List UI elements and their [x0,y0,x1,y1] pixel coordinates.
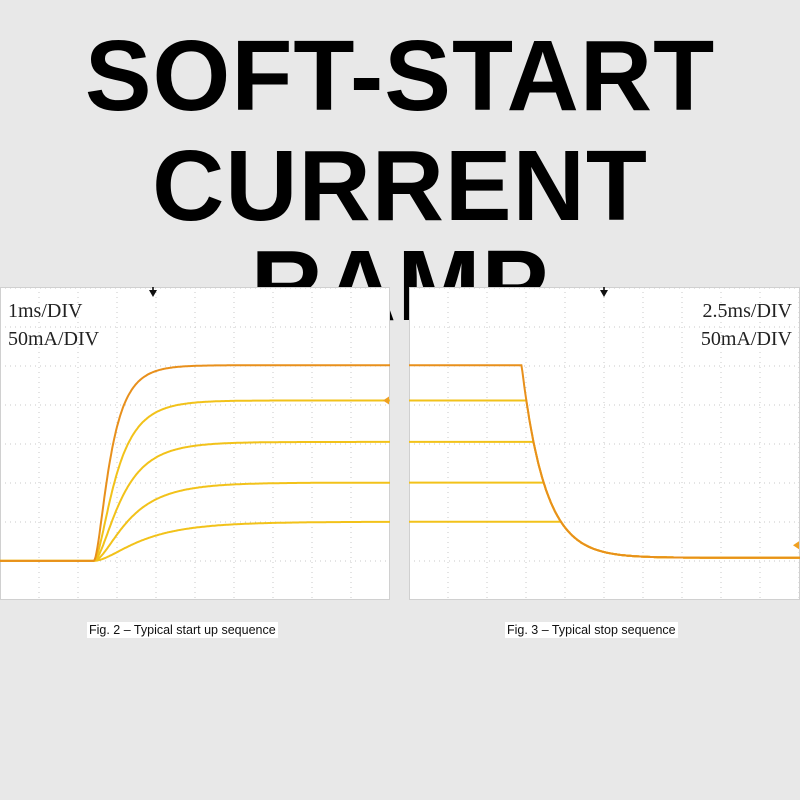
level-marker-icon [383,396,389,405]
trigger-arrow-icon [149,287,157,297]
title-line-1: SOFT-START [84,20,716,132]
trace-152mA [0,440,390,562]
plot-border [0,287,390,600]
figure-caption-stop: Fig. 3 – Typical stop sequence [505,622,678,638]
vscale-label: 50mA/DIV [8,328,100,350]
timebase-label: 1ms/DIV [8,300,83,322]
trace-100mA [409,481,800,559]
trace-205mA [409,399,800,559]
stop-scope-plot: 2.5ms/DIV 50mA/DIV [409,287,800,600]
trace-50mA [0,520,390,562]
timebase-label: 2.5ms/DIV [703,300,793,322]
figure-caption-start: Fig. 2 – Typical start up sequence [87,622,278,638]
title-line-2: CURRENT RAMP [152,130,648,342]
trace-205mA [0,399,390,562]
startup-scope-plot: 1ms/DIV 50mA/DIV [0,287,390,600]
trace-250mA [409,364,800,559]
trace-152mA [409,440,800,559]
vscale-label: 50mA/DIV [701,328,793,350]
trace-250mA [0,364,390,562]
trigger-arrow-icon [600,287,608,297]
level-marker-icon [793,541,799,550]
